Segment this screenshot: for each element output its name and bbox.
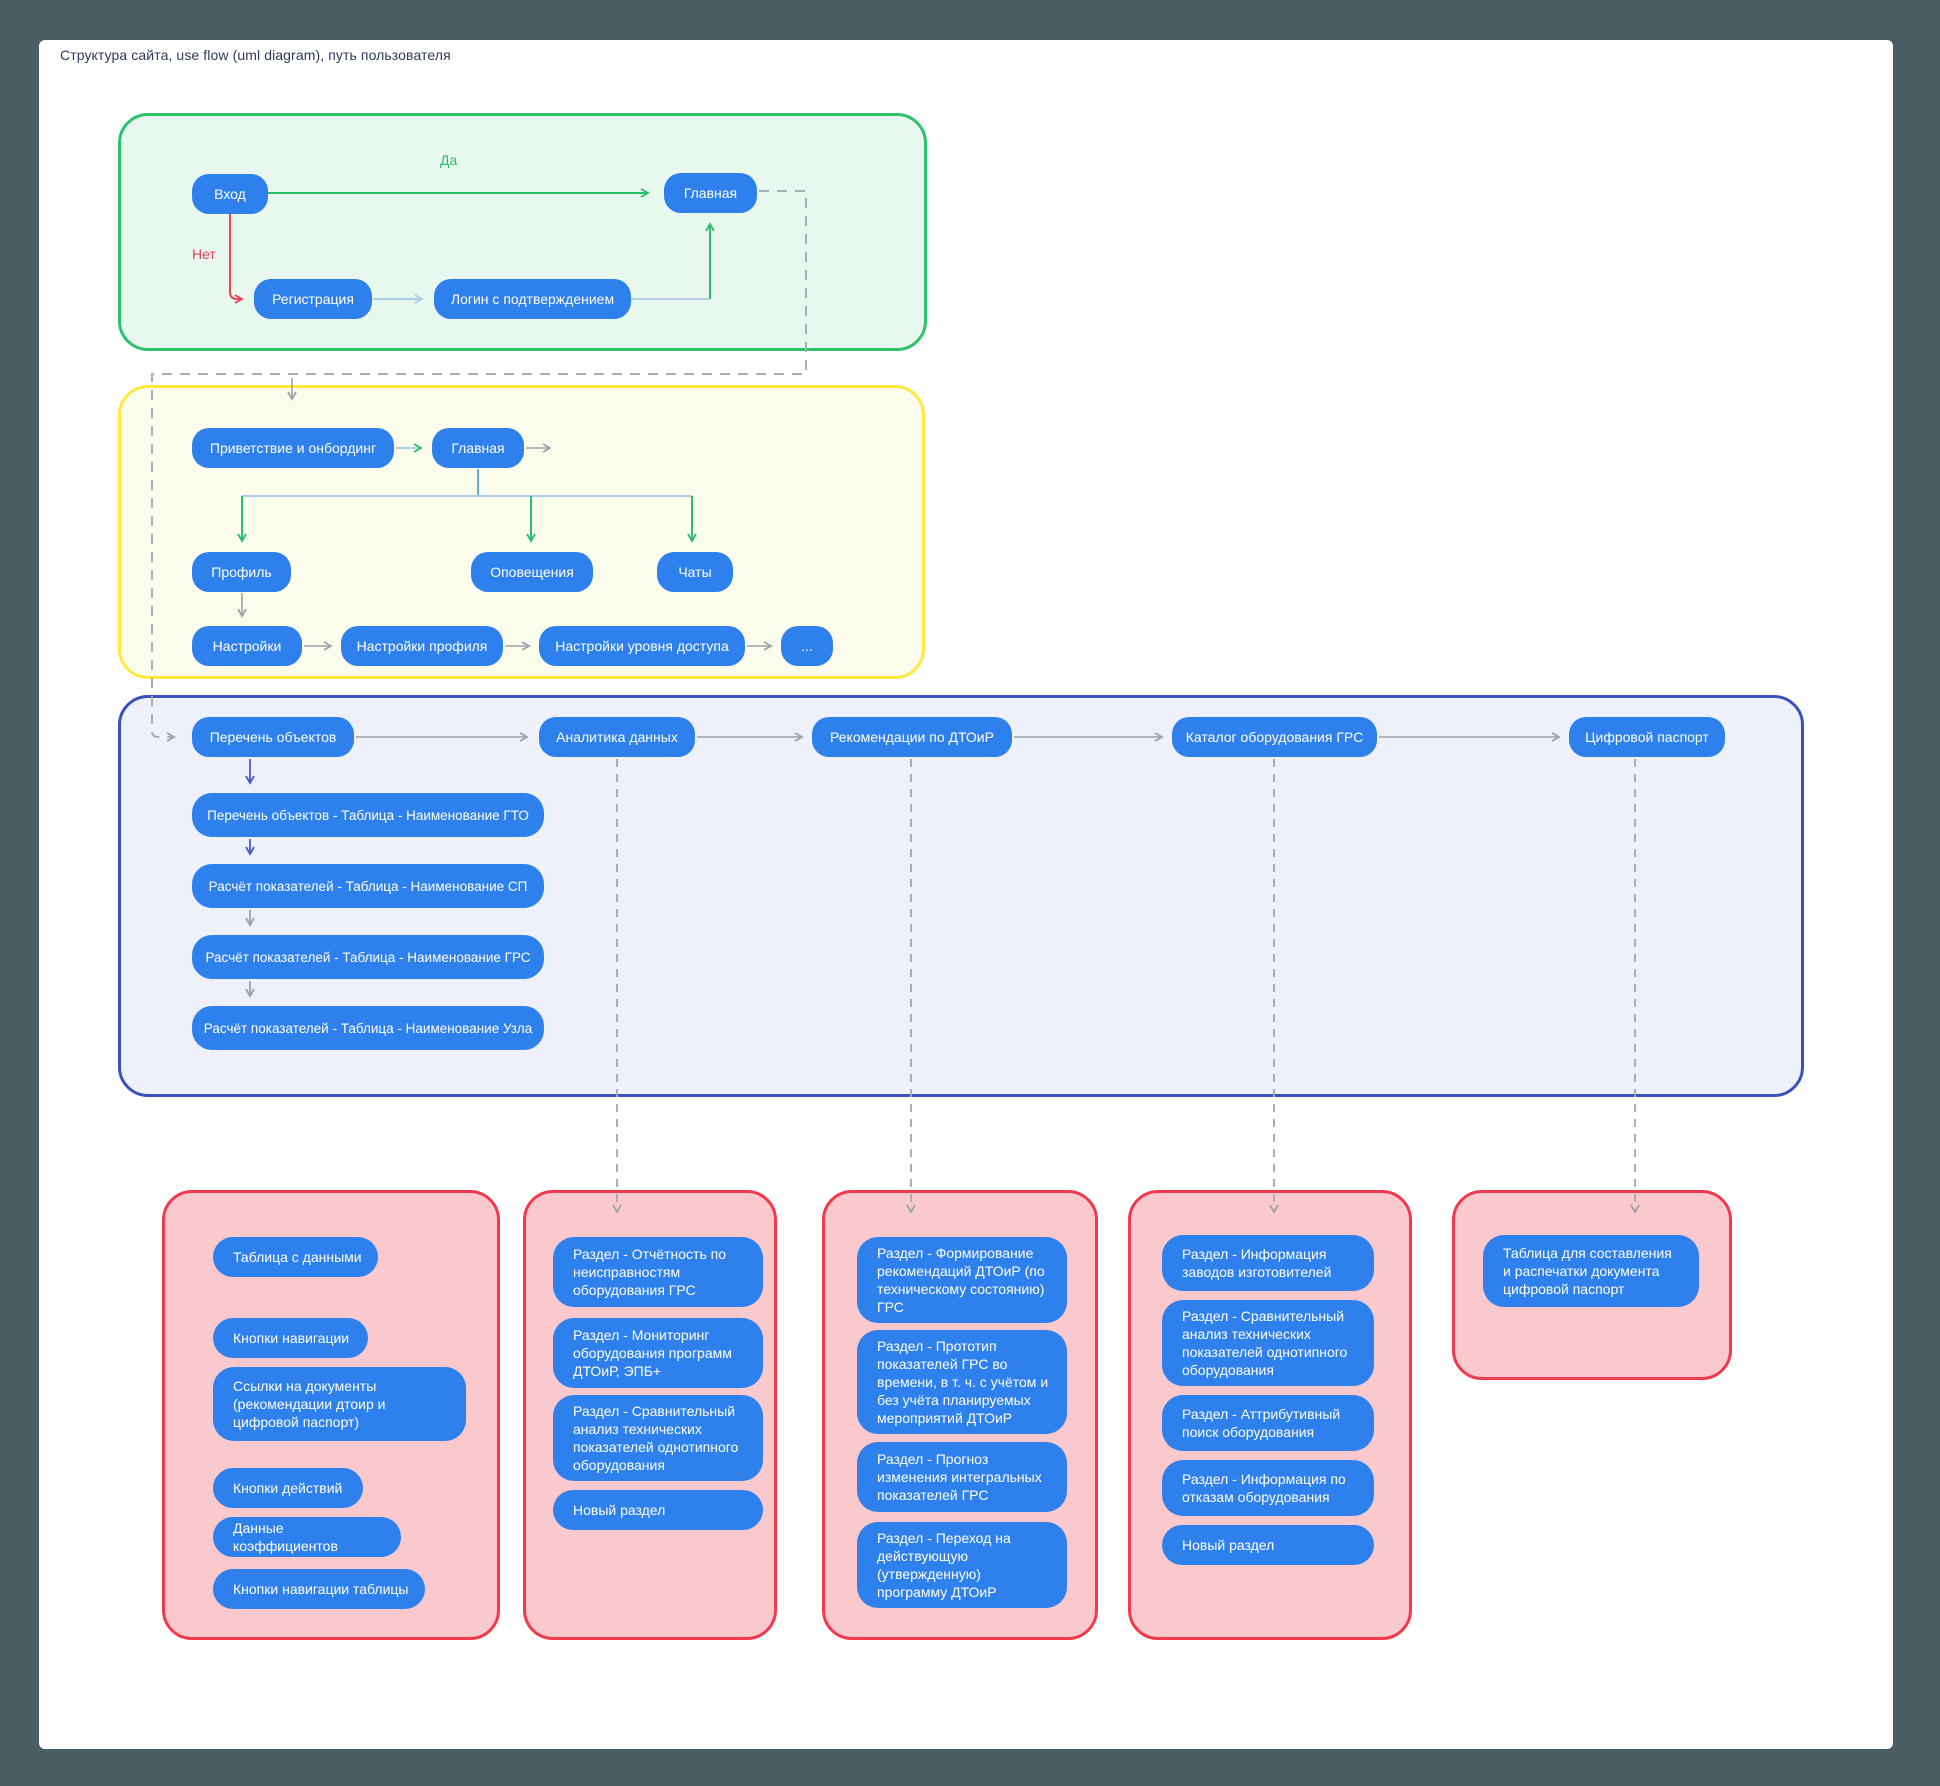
node-login-entry[interactable]: Вход bbox=[192, 174, 268, 214]
pill-program-transition[interactable]: Раздел - Переход на действующую (утвержд… bbox=[857, 1522, 1067, 1608]
node-chats[interactable]: Чаты bbox=[657, 552, 733, 592]
pill-nav-buttons[interactable]: Кнопки навигации bbox=[213, 1318, 368, 1358]
node-access-level-settings[interactable]: Настройки уровня доступа bbox=[539, 626, 745, 666]
pill-manufacturer-info[interactable]: Раздел - Информация заводов изготовителе… bbox=[1162, 1235, 1374, 1291]
pill-action-buttons[interactable]: Кнопки действий bbox=[213, 1468, 363, 1508]
node-registration[interactable]: Регистрация bbox=[254, 279, 372, 319]
pill-program-monitoring[interactable]: Раздел - Мониторинг оборудования програм… bbox=[553, 1318, 763, 1388]
node-dtoir-recommendations[interactable]: Рекомендации по ДТОиР bbox=[812, 717, 1012, 757]
pill-recommendation-forming[interactable]: Раздел - Формирование рекомендаций ДТОиР… bbox=[857, 1237, 1067, 1323]
pill-new-section-catalog[interactable]: Новый раздел bbox=[1162, 1525, 1374, 1565]
pill-integral-forecast[interactable]: Раздел - Прогноз изменения интегральных … bbox=[857, 1442, 1067, 1512]
label-no: Нет bbox=[192, 246, 216, 262]
pill-new-section-analytics[interactable]: Новый раздел bbox=[553, 1490, 763, 1530]
node-digital-passport[interactable]: Цифровой паспорт bbox=[1569, 717, 1725, 757]
node-data-analytics[interactable]: Аналитика данных bbox=[539, 717, 695, 757]
pill-passport-print-table[interactable]: Таблица для составления и распечатки док… bbox=[1483, 1235, 1699, 1307]
label-yes: Да bbox=[440, 152, 458, 168]
node-table-grs[interactable]: Расчёт показателей - Таблица - Наименова… bbox=[192, 935, 544, 979]
pill-comparative-analysis-catalog[interactable]: Раздел - Сравнительный анализ технически… bbox=[1162, 1300, 1374, 1386]
node-profile-settings[interactable]: Настройки профиля bbox=[341, 626, 503, 666]
pill-comparative-analysis[interactable]: Раздел - Сравнительный анализ технически… bbox=[553, 1395, 763, 1481]
node-home-auth[interactable]: Главная bbox=[664, 173, 757, 213]
node-settings[interactable]: Настройки bbox=[192, 626, 302, 666]
node-welcome-onboarding[interactable]: Приветствие и онбординг bbox=[192, 428, 394, 468]
pill-fault-reporting[interactable]: Раздел - Отчётность по неисправностям об… bbox=[553, 1237, 763, 1307]
node-home-onboarding[interactable]: Главная bbox=[432, 428, 524, 468]
pill-coefficient-data[interactable]: Данные коэффициентов bbox=[213, 1517, 401, 1557]
node-table-uzla[interactable]: Расчёт показателей - Таблица - Наименова… bbox=[192, 1006, 544, 1050]
page-title: Структура сайта, use flow (uml diagram),… bbox=[60, 47, 451, 63]
node-profile[interactable]: Профиль bbox=[192, 552, 291, 592]
pill-grs-prototype[interactable]: Раздел - Прототип показателей ГРС во вре… bbox=[857, 1330, 1067, 1434]
node-notifications[interactable]: Оповещения bbox=[471, 552, 593, 592]
node-table-sp[interactable]: Расчёт показателей - Таблица - Наименова… bbox=[192, 864, 544, 908]
node-more[interactable]: ... bbox=[781, 626, 833, 666]
node-login-confirmation[interactable]: Логин с подтверждением bbox=[434, 279, 631, 319]
node-table-gto[interactable]: Перечень объектов - Таблица - Наименован… bbox=[192, 793, 544, 837]
pill-table-nav-buttons[interactable]: Кнопки навигации таблицы bbox=[213, 1569, 425, 1609]
pill-failure-info[interactable]: Раздел - Информация по отказам оборудова… bbox=[1162, 1460, 1374, 1516]
pill-document-links[interactable]: Ссылки на документы (рекомендации дтоир … bbox=[213, 1367, 466, 1441]
pill-attribute-search[interactable]: Раздел - Аттрибутивный поиск оборудовани… bbox=[1162, 1395, 1374, 1451]
node-grs-equipment-catalog[interactable]: Каталог оборудования ГРС bbox=[1172, 717, 1377, 757]
pill-data-table[interactable]: Таблица с данными bbox=[213, 1237, 378, 1277]
node-objects-list[interactable]: Перечень объектов bbox=[192, 717, 354, 757]
